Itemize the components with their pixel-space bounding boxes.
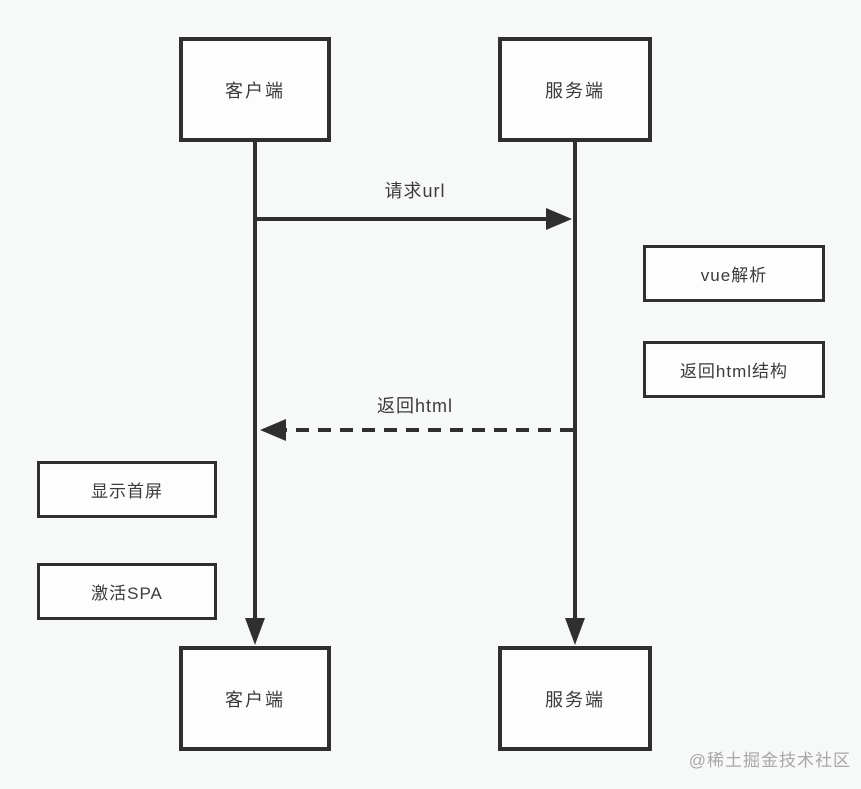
- note-label-activate-spa: 激活SPA: [91, 584, 163, 603]
- message-label-request-url: 请求url: [384, 181, 446, 201]
- actor-label-client-top: 客户端: [225, 80, 285, 101]
- return-html-arrowhead-icon: [260, 419, 286, 441]
- actor-label-client-bottom: 客户端: [225, 689, 285, 710]
- note-label-vue-parse: vue解析: [700, 266, 768, 285]
- note-box-show-first-screen: 显示首屏: [37, 461, 217, 518]
- actor-label-server-top: 服务端: [545, 80, 605, 101]
- actor-box-server-top: 服务端: [498, 37, 652, 142]
- note-label-return-html-structure: 返回html结构: [679, 362, 789, 381]
- actor-box-server-bottom: 服务端: [498, 646, 652, 751]
- server-lifeline-arrowhead-icon: [565, 618, 585, 645]
- actor-box-client-top: 客户端: [179, 37, 331, 142]
- actor-box-client-bottom: 客户端: [179, 646, 331, 751]
- note-label-show-first-screen: 显示首屏: [91, 482, 163, 501]
- note-box-return-html-structure: 返回html结构: [643, 341, 825, 398]
- message-label-return-html: 返回html: [376, 396, 453, 416]
- request-url-arrowhead-icon: [546, 208, 572, 230]
- note-box-activate-spa: 激活SPA: [37, 563, 217, 620]
- client-lifeline-arrowhead-icon: [245, 618, 265, 645]
- actor-label-server-bottom: 服务端: [545, 689, 605, 710]
- watermark-text: @稀土掘金技术社区: [688, 751, 851, 770]
- note-box-vue-parse: vue解析: [643, 245, 825, 302]
